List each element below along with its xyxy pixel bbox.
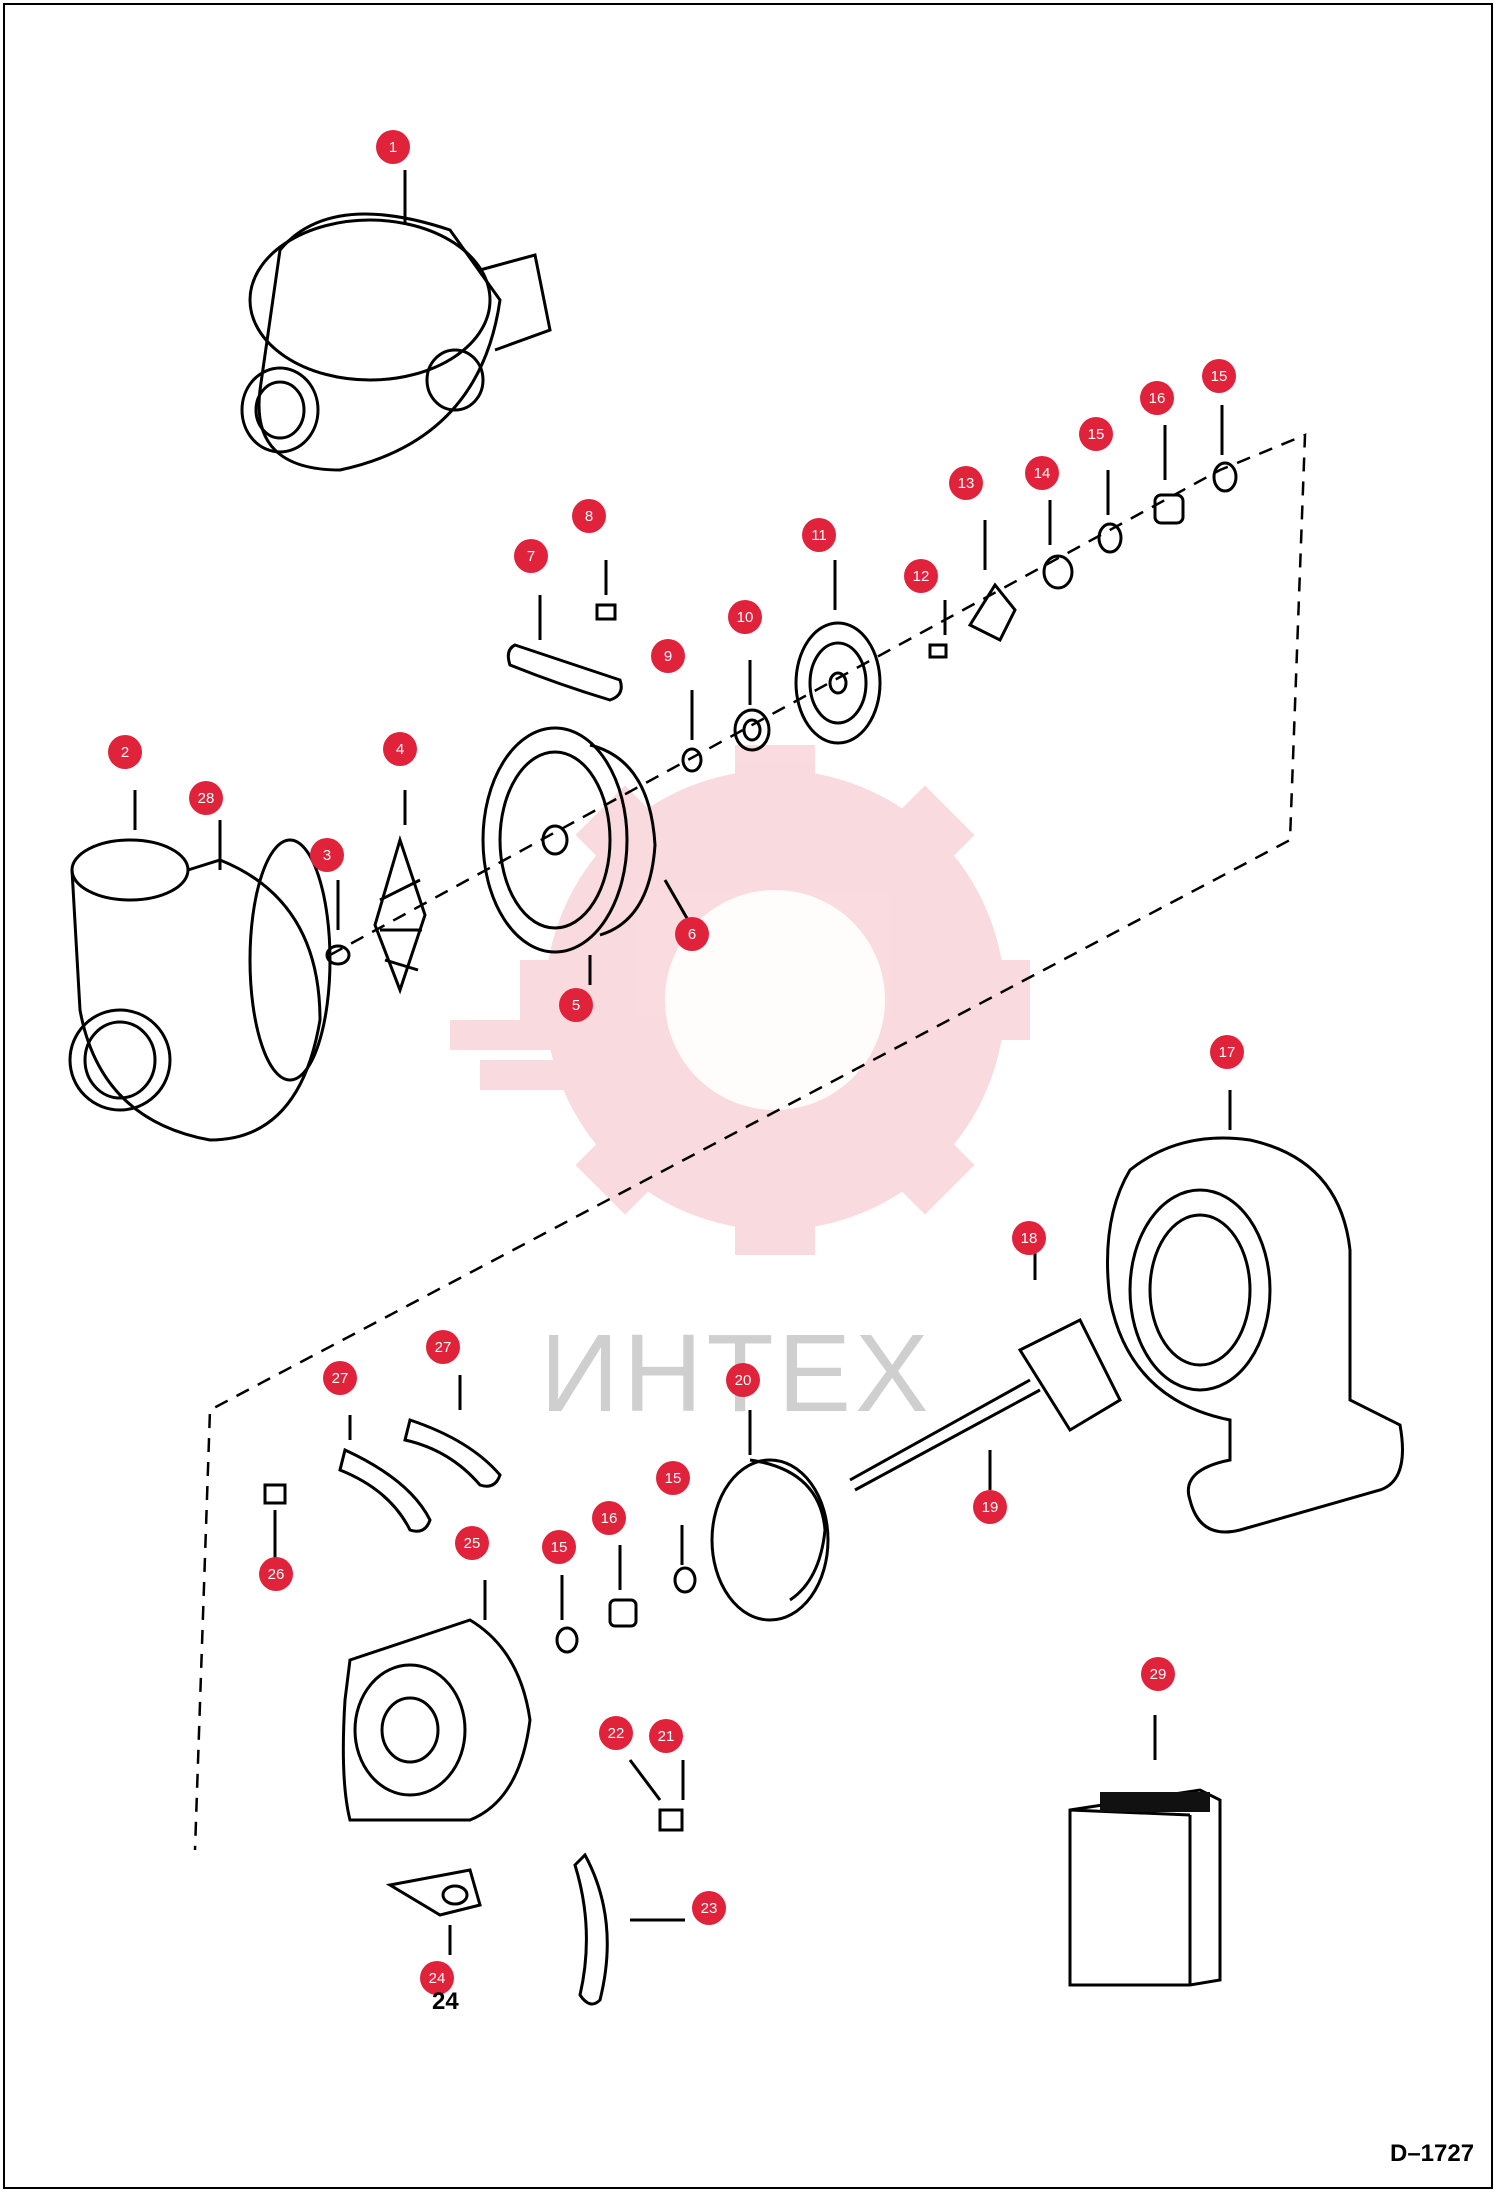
callout-15c[interactable]: 15 xyxy=(656,1461,690,1495)
part-26-bolt xyxy=(263,1483,287,1560)
part-27-clamp-upper xyxy=(403,1375,502,1488)
part-7-clamp xyxy=(506,595,623,702)
callout-6[interactable]: 6 xyxy=(675,917,709,951)
callout-15[interactable]: 15 xyxy=(1079,417,1113,451)
callout-25[interactable]: 25 xyxy=(455,1526,489,1560)
parts-linework xyxy=(68,170,1404,2006)
callout-14[interactable]: 14 xyxy=(1025,456,1059,490)
part-1-turbocharger-assembly xyxy=(240,170,552,472)
watermark-inner-circle xyxy=(665,890,885,1110)
part-2-compressor-housing xyxy=(68,790,332,1142)
kit-label-band xyxy=(1100,1792,1210,1812)
figure-id: D–1727 xyxy=(1390,2140,1475,2167)
assembly-axis-line xyxy=(193,433,1307,1851)
callout-19[interactable]: 19 xyxy=(973,1490,1007,1524)
callout-18[interactable]: 18 xyxy=(1012,1221,1046,1255)
part-4-compressor-wheel xyxy=(373,790,427,995)
callout-26[interactable]: 26 xyxy=(259,1557,293,1591)
callout-4[interactable]: 4 xyxy=(383,732,417,766)
part-29-gasket-kit xyxy=(1068,1715,1222,1987)
part-11-thrust-plate xyxy=(794,560,882,745)
callout-27b[interactable]: 27 xyxy=(426,1330,460,1364)
callout-16[interactable]: 16 xyxy=(1140,381,1174,415)
part-17-turbine-housing xyxy=(1106,1090,1404,1534)
diagram-frame xyxy=(3,3,1493,2189)
callout-13[interactable]: 13 xyxy=(949,466,983,500)
part-16-sleeve xyxy=(1153,425,1185,525)
callout-17[interactable]: 17 xyxy=(1210,1035,1244,1069)
callout-27[interactable]: 27 xyxy=(323,1361,357,1395)
callout-3[interactable]: 3 xyxy=(310,838,344,872)
callout-28[interactable]: 28 xyxy=(189,781,223,815)
part-15-washer-upper xyxy=(1212,405,1238,493)
callout-16b[interactable]: 16 xyxy=(592,1501,626,1535)
part-14-nut xyxy=(1042,500,1074,590)
callout-1[interactable]: 1 xyxy=(376,130,410,164)
part-21-22-screw xyxy=(628,1759,685,1832)
part-13-retaining-plate xyxy=(967,520,1017,643)
part-15-16-15-lower-stack xyxy=(555,1525,697,1654)
callout-11[interactable]: 11 xyxy=(802,518,836,552)
callout-8[interactable]: 8 xyxy=(572,499,606,533)
part-18-turbine-shaft-wheel xyxy=(849,1245,1122,1492)
callout-7[interactable]: 7 xyxy=(514,539,548,573)
part-24-number: 24 xyxy=(432,1988,459,2015)
callout-22[interactable]: 22 xyxy=(599,1716,633,1750)
callout-23[interactable]: 23 xyxy=(692,1891,726,1925)
part-5-backplate xyxy=(481,726,657,985)
part-3-nut xyxy=(325,880,351,966)
callout-15b[interactable]: 15 xyxy=(1202,359,1236,393)
part-23-clamp-segment xyxy=(573,1852,685,2006)
part-6-seal-ring xyxy=(663,879,690,921)
callout-15d[interactable]: 15 xyxy=(542,1530,576,1564)
part-20-heat-shield xyxy=(710,1410,830,1622)
part-10-bearing xyxy=(733,660,771,752)
part-9-ring xyxy=(681,690,703,773)
part-15-washer xyxy=(1097,470,1123,554)
callout-10[interactable]: 10 xyxy=(728,600,762,634)
callout-24[interactable]: 24 xyxy=(420,1961,454,1995)
callout-29[interactable]: 29 xyxy=(1141,1657,1175,1691)
callout-9[interactable]: 9 xyxy=(651,639,685,673)
callout-20[interactable]: 20 xyxy=(726,1363,760,1397)
callout-5[interactable]: 5 xyxy=(559,988,593,1022)
callout-21[interactable]: 21 xyxy=(649,1719,683,1753)
part-8-bolt xyxy=(595,560,617,621)
part-25-center-housing xyxy=(341,1580,532,1822)
part-12-screw xyxy=(928,600,948,659)
callout-2[interactable]: 2 xyxy=(108,735,142,769)
part-27-clamp-lower xyxy=(338,1415,432,1533)
callout-12[interactable]: 12 xyxy=(904,559,938,593)
part-24-gasket xyxy=(385,1868,482,1955)
